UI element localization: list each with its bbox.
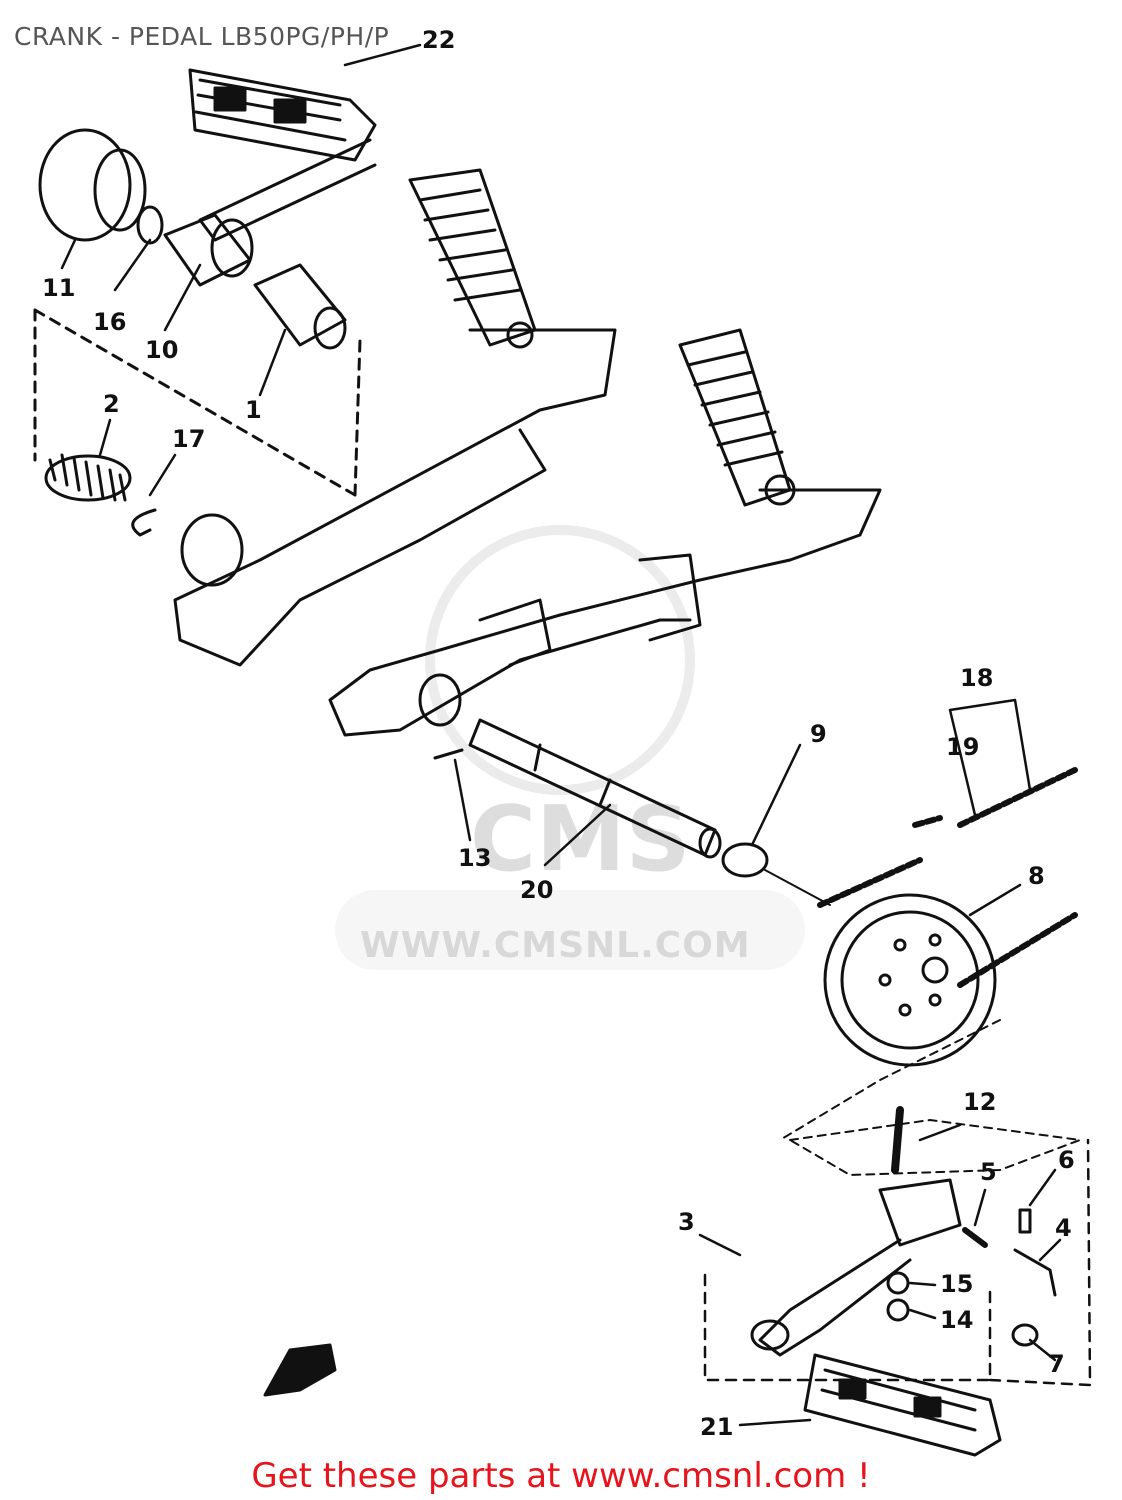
callout-14: 14 <box>940 1306 973 1334</box>
part-2-spring <box>44 453 132 502</box>
pedal-top <box>188 68 377 162</box>
group-outline-chain <box>948 698 1032 817</box>
watermark-logo-text: CMS <box>470 787 690 892</box>
callout-20: 20 <box>520 876 553 904</box>
pedal-bottom <box>803 1353 1002 1457</box>
shock-absorber-right <box>678 328 796 507</box>
callout-9: 9 <box>810 720 827 748</box>
frame <box>173 328 882 737</box>
callout-21: 21 <box>700 1413 733 1441</box>
shock-absorber-left <box>408 168 537 349</box>
part-13-pin <box>433 748 464 760</box>
part-17-clip <box>131 508 157 537</box>
callout-15: 15 <box>940 1270 973 1298</box>
part-8-sprocket <box>823 893 997 1067</box>
callout-18: 18 <box>960 664 993 692</box>
callout-1: 1 <box>245 396 262 424</box>
callout-8: 8 <box>1028 862 1045 890</box>
callout-22: 22 <box>422 26 455 54</box>
crank-arm-bottom <box>750 1106 1081 1357</box>
callout-17: 17 <box>172 425 205 453</box>
page-title: CRANK - PEDAL LB50PG/PH/P <box>14 22 390 51</box>
small-parts <box>886 1208 1057 1347</box>
callout-7: 7 <box>1048 1350 1065 1378</box>
callout-6: 6 <box>1058 1146 1075 1174</box>
callout-16: 16 <box>93 308 126 336</box>
callout-4: 4 <box>1055 1214 1072 1242</box>
callout-10: 10 <box>145 336 178 364</box>
group-outline-top <box>33 308 362 497</box>
footer-link[interactable]: Get these parts at www.cmsnl.com ! <box>251 1456 871 1496</box>
watermark-logo <box>335 525 805 970</box>
part-20-shaft <box>468 718 722 859</box>
callout-2: 2 <box>103 390 120 418</box>
part-10 <box>163 213 254 287</box>
watermark-text: WWW.CMSNL.COM <box>360 925 751 966</box>
part-18-chain <box>817 767 1078 988</box>
callout-12: 12 <box>963 1088 996 1116</box>
crank-arm-top <box>198 138 377 242</box>
callout-19: 19 <box>946 733 979 761</box>
part-9-washer <box>721 842 769 878</box>
leader-lines <box>60 43 1062 1427</box>
callout-13: 13 <box>458 844 491 872</box>
part-1 <box>253 263 347 350</box>
group-outline-bottom <box>703 1138 1092 1387</box>
part-16 <box>136 205 164 245</box>
fwd-arrow-icon <box>263 1343 337 1397</box>
callout-labels: 22 11 16 10 1 2 17 18 19 9 13 20 8 12 3 … <box>42 26 1075 1441</box>
callout-3: 3 <box>678 1208 695 1236</box>
callout-5: 5 <box>980 1158 997 1186</box>
part-11 <box>38 128 147 242</box>
callout-11: 11 <box>42 274 75 302</box>
